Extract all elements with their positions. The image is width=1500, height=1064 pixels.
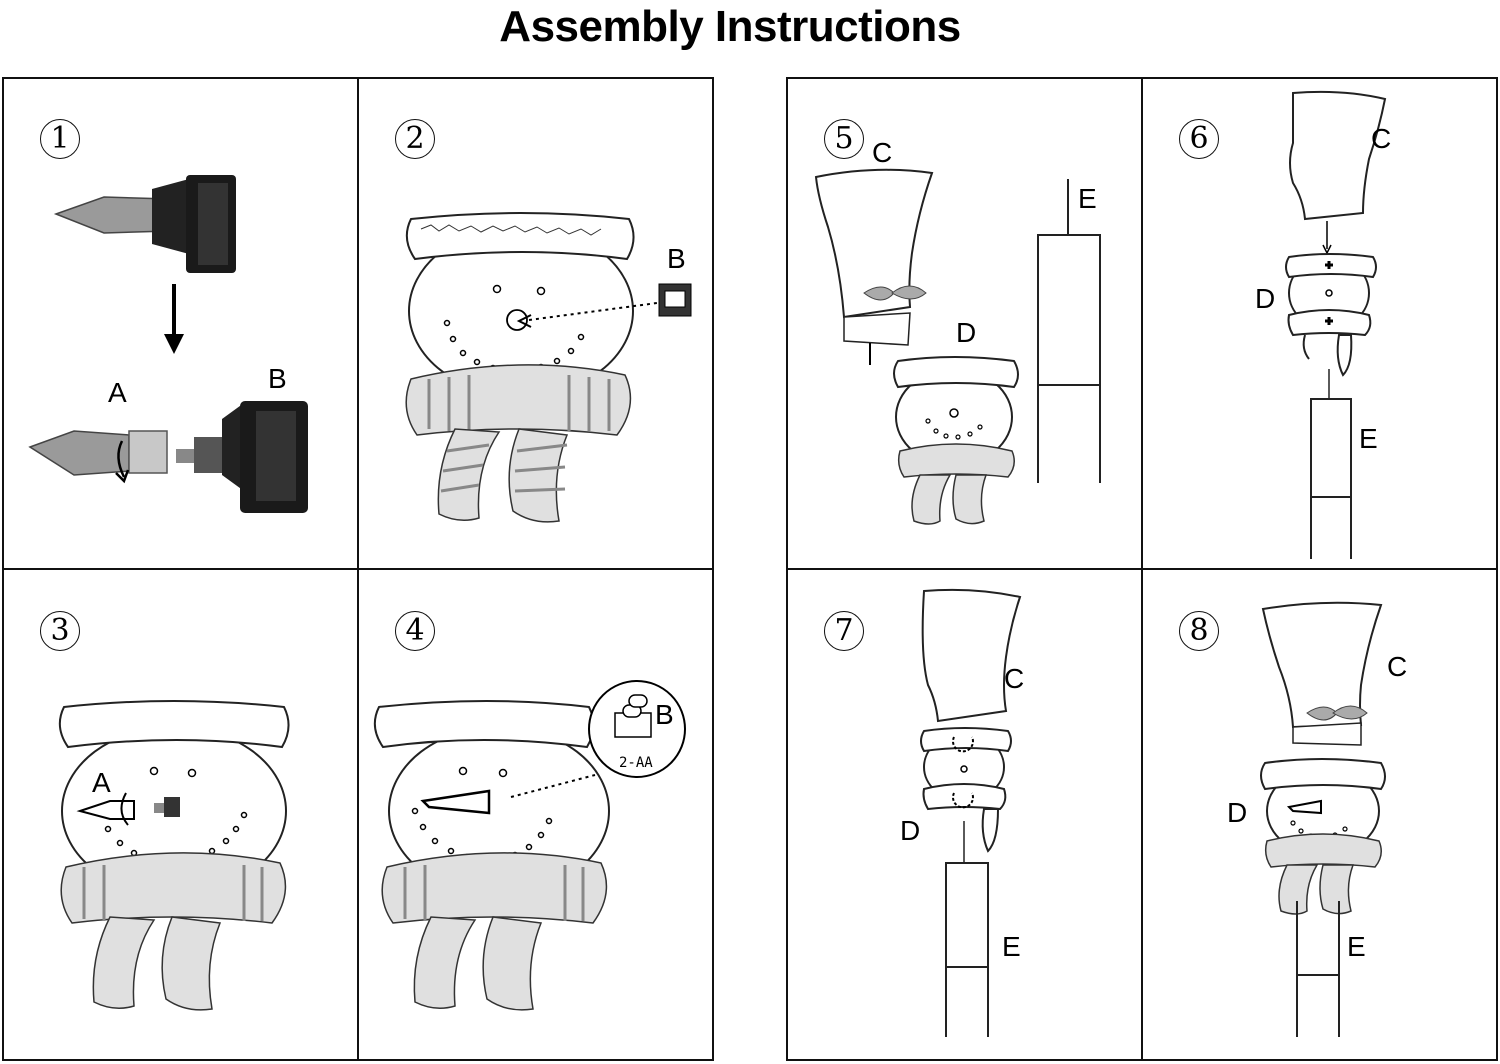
step-4-panel: 4 B 2-AA — [359, 571, 713, 1059]
step-5-label-c: C — [872, 137, 893, 168]
step-4-number: 4 — [395, 611, 435, 651]
step-3-label-a: A — [92, 767, 111, 798]
step-6-label-d: D — [1255, 283, 1276, 314]
step-4-battery-label: 2-AA — [619, 755, 653, 771]
step-1-number: 1 — [40, 119, 80, 159]
step-7-label-d: D — [900, 815, 921, 846]
step-6-number: 6 — [1179, 119, 1219, 159]
step-5-illustration — [814, 168, 1101, 525]
step-3-illustration — [58, 700, 290, 1011]
step-1-panel: 1 A B — [4, 79, 356, 567]
step-8-number: 8 — [1179, 611, 1219, 651]
step-8-illustration — [1260, 601, 1386, 1037]
step-3-panel: 3 A — [4, 571, 356, 1059]
step-2-panel: 2 B — [359, 79, 713, 567]
step-4-illustration — [373, 680, 686, 1011]
step-7-label-e: E — [1002, 931, 1021, 962]
step-2-number: 2 — [395, 119, 435, 159]
step-4-label-b: B — [655, 699, 674, 730]
step-5-label-d: D — [956, 317, 977, 348]
step-8-panel: 8 C D E — [1143, 571, 1497, 1059]
step-5-number: 5 — [824, 119, 864, 159]
step-6-illustration — [1285, 90, 1387, 559]
step-5-label-e: E — [1078, 183, 1097, 214]
step-1-label-b: B — [268, 363, 287, 394]
step-6-label-c: C — [1371, 123, 1392, 154]
step-2-label-b: B — [667, 243, 686, 274]
step-8-label-c: C — [1387, 651, 1408, 682]
step-7-label-c: C — [1004, 663, 1025, 694]
step-5-panel: 5 C D E — [788, 79, 1140, 567]
step-6-label-e: E — [1359, 423, 1378, 454]
step-1-label-a: A — [108, 377, 127, 408]
step-8-label-d: D — [1227, 797, 1248, 828]
step-7-number: 7 — [824, 611, 864, 651]
step-2-illustration — [405, 212, 692, 523]
step-6-panel: 6 C D E — [1143, 79, 1497, 567]
step-7-illustration — [920, 588, 1022, 1037]
step-3-number: 3 — [40, 611, 80, 651]
step-1-illustration — [28, 175, 308, 513]
step-7-panel: 7 C D E — [788, 571, 1140, 1059]
page-title: Assembly Instructions — [499, 2, 961, 51]
step-8-label-e: E — [1347, 931, 1366, 962]
